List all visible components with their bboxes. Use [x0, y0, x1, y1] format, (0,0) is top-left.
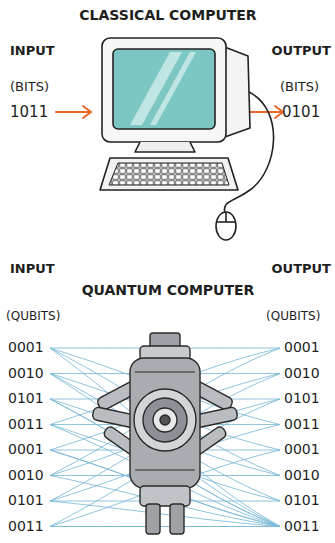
qubit-state: 0001: [284, 442, 320, 457]
bit-string: 1011: [10, 104, 48, 121]
section-title: CLASSICAL COMPUTER: [79, 8, 256, 23]
qubit-state: 0101: [8, 391, 44, 406]
qubit-wires: [50, 348, 280, 527]
input-heading: INPUT: [10, 262, 55, 276]
unit-label: (QUBITS): [6, 310, 60, 323]
qubit-state: 0010: [284, 468, 320, 483]
qubit-wire: [50, 374, 280, 527]
qubit-state: 0011: [8, 519, 44, 534]
qubit-state: 0010: [8, 468, 44, 483]
qubit-state: 0010: [284, 366, 320, 381]
qubit-state: 0101: [284, 391, 320, 406]
quantum-machine: [92, 333, 238, 534]
output-heading: OUTPUT: [272, 262, 331, 276]
computer-illustration: [100, 38, 274, 240]
qubit-state: 0001: [8, 442, 44, 457]
qubit-state: 0010: [8, 366, 44, 381]
unit-label: (BITS): [10, 80, 49, 94]
output-heading: OUTPUT: [272, 44, 331, 58]
qubit-wire: [50, 526, 280, 527]
input-arrow: [56, 106, 91, 118]
qubit-state: 0011: [284, 417, 320, 432]
qubit-state: 0011: [8, 417, 44, 432]
input-heading: INPUT: [10, 44, 55, 58]
section-title: QUANTUM COMPUTER: [82, 283, 255, 298]
unit-label: (BITS): [280, 80, 319, 94]
qubit-state: 0101: [8, 493, 44, 508]
bit-string: 0101: [282, 104, 320, 121]
qubit-state: 0001: [8, 340, 44, 355]
qubit-wire: [50, 526, 280, 527]
unit-label: (QUBITS): [266, 310, 320, 323]
qubit-wire: [50, 348, 280, 527]
qubit-state: 0001: [284, 340, 320, 355]
qubit-state: 0011: [284, 519, 320, 534]
qubit-state: 0101: [284, 493, 320, 508]
